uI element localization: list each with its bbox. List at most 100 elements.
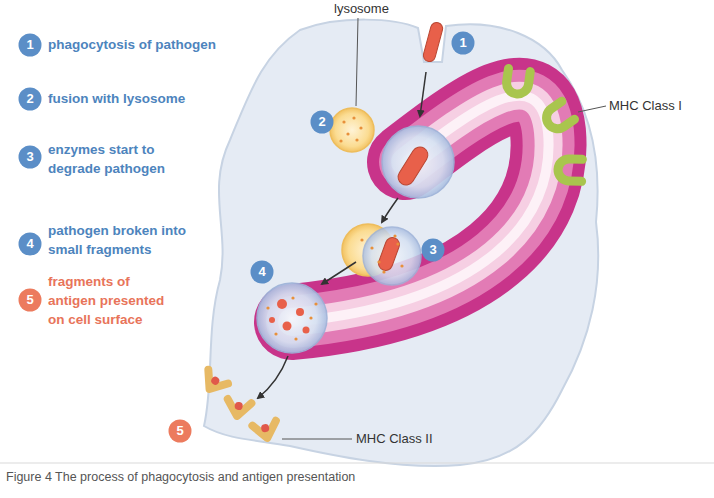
circle-fill [19,88,42,111]
enzyme-dot [359,126,362,129]
enzyme-dot [400,264,403,267]
circle-fill [422,239,445,262]
enzyme-dot [377,260,380,263]
step-item: 4pathogen broken into small fragments [18,232,42,256]
mhc-ii-arms [252,421,279,441]
enzyme-dot [370,246,373,249]
circle-fill [19,34,42,57]
nucleus-inner [292,96,549,322]
nucleus-outer [292,96,549,322]
enzyme-dot [274,332,277,335]
circle-fill [169,420,192,443]
mhc-i-molecule [542,101,574,133]
step-item: 3enzymes start to degrade pathogen [18,145,42,169]
step-description: phagocytosis of pathogen [48,35,248,54]
antigen-fragment [260,423,269,432]
step-number: 1 [18,33,42,57]
lysosome-vesicle [330,108,374,152]
step-description: enzymes start to degrade pathogen [48,140,180,178]
figure-caption: Figure 4 The process of phagocytosis and… [6,470,355,484]
enzyme-dot [352,116,355,119]
fragment [269,317,275,323]
enzyme-dot [396,242,399,245]
enzyme-dot [314,302,317,305]
fragment [283,322,292,331]
circle-fill [19,146,42,169]
mhc-ii-molecule [252,421,279,441]
step-item: 2fusion with lysosome [18,87,42,111]
enzyme-dots [266,296,317,340]
step-description: fragments of antigen presented on cell s… [48,272,180,329]
step-number: 2 [310,110,334,134]
enzyme-dot [266,306,269,309]
step-number: 5 [168,419,192,443]
circle-fill [311,111,334,134]
step-description: pathogen broken into small fragments [48,221,196,259]
enzyme-dot [294,337,297,340]
leader-line [282,439,352,440]
step-number: 3 [421,238,445,262]
mhc-i-molecule [505,69,530,96]
mhc-i-molecule [558,159,583,182]
leader-line [578,106,606,112]
fragment [277,299,287,309]
enzyme-dot [339,139,342,142]
part-label: MHC Class II [356,431,433,446]
callout-number: 5 [168,419,192,443]
leader-line [356,18,358,106]
step-item: 5fragments of antigen presented on cell … [18,288,42,312]
step-number: 5 [18,288,42,312]
enzyme-dot [309,316,312,319]
fragment [296,308,304,316]
step-number: 1 [451,31,475,55]
circle-fill [19,289,42,312]
step-number: 2 [18,87,42,111]
part-label: lysosome [334,1,389,16]
step-number: 3 [18,145,42,169]
step-item: 1phagocytosis of pathogen [18,33,42,57]
enzyme-dot [393,234,396,237]
mhc-ii-molecule [200,370,228,396]
fusing-phagosome [363,227,421,285]
nucleus-mid [292,96,549,322]
enzyme-dot [360,238,363,241]
callout-number: 2 [310,110,334,134]
flow-arrow [382,198,398,222]
mhc-class-ii [200,370,279,441]
nucleus [292,96,549,322]
caption-rule [0,463,714,464]
antigen-fragment [210,375,221,386]
pathogen-fragments [269,299,310,334]
mhc-ii-arms [200,370,228,396]
enzyme-dot [342,120,345,123]
flow-arrow [322,262,356,284]
cell-membrane [204,20,598,466]
part-label: MHC Class I [609,98,682,113]
step-number: 4 [18,232,42,256]
mhc-ii-arms [225,399,251,418]
circle-fill [452,32,475,55]
enzyme-dot [355,138,358,141]
enzyme-dots [339,116,362,142]
digestion-vesicle [257,283,327,353]
step-description: fusion with lysosome [48,89,248,108]
step-number: 4 [250,260,274,284]
antigen-fragment [234,401,243,410]
pathogen [395,144,431,188]
phagosome [382,126,454,198]
circle-fill [251,261,274,284]
enzyme-dot [346,132,349,135]
pathogen [377,236,402,273]
enzyme-dot [291,296,294,299]
fragment [303,327,310,334]
mhc-class-i [505,69,582,182]
callout-number: 3 [421,238,445,262]
flow-arrow [258,356,288,398]
circle-fill [19,233,42,256]
callout-number: 4 [250,260,274,284]
mhc-ii-molecule [225,399,251,418]
nucleus-core [292,96,549,322]
flow-arrow [420,72,426,116]
enzyme-dots [360,234,403,273]
